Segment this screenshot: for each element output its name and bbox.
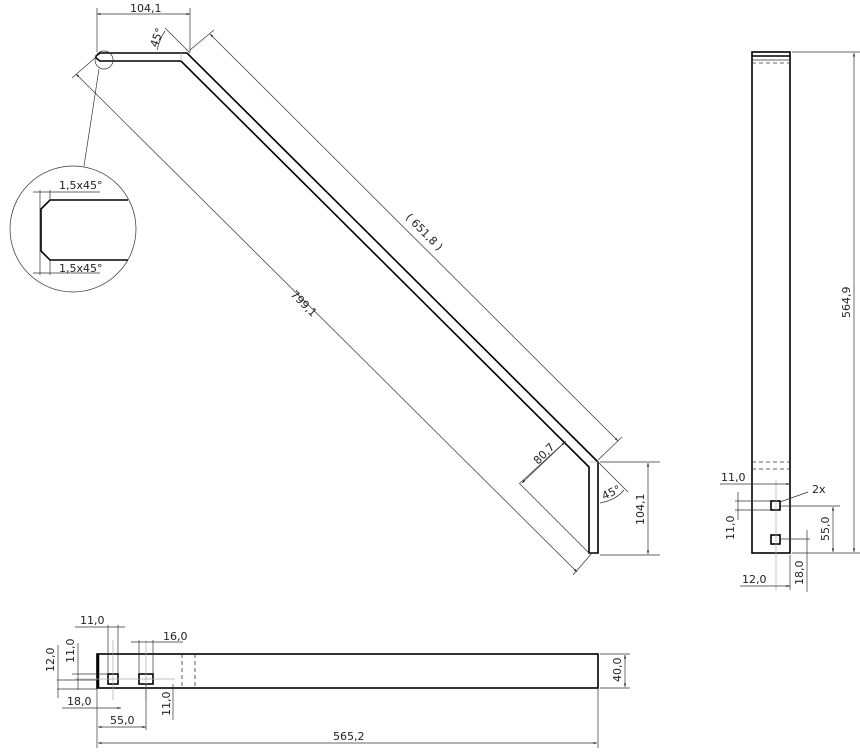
detail-view: 1,5x45° 1,5x45° (9, 165, 137, 293)
chamfer-bottom-label: 1,5x45° (59, 262, 103, 275)
dim-flat-width: 40,0 (611, 658, 624, 683)
dim-flat-hole-spacing: 55,0 (110, 714, 135, 727)
dim-flat-hole-width: 11,0 (80, 614, 105, 627)
dim-flat-length: 565,2 (333, 730, 365, 743)
flat-view: 11,0 16,0 12,0 11,0 18,0 55,0 11,0 40,0 (44, 614, 630, 748)
dim-side-height: 564,9 (840, 287, 853, 319)
flat-bar-outline (96, 653, 599, 689)
hole (770, 534, 781, 545)
detail-circle (9, 165, 137, 293)
dim-overall-length: 799,1 (288, 288, 319, 319)
side-view: 564,9 11,0 2x 11,0 55,0 18,0 12,0 (720, 51, 860, 592)
dim-side-hole-spacing: 55,0 (819, 517, 832, 542)
bent-bar-outline (95, 52, 599, 554)
detail-callout-circle (94, 50, 114, 70)
dim-bottom-length: 104,1 (634, 494, 647, 526)
dim-top-angle: 45° (148, 26, 167, 49)
dim-flat-edge-offset-y: 12,0 (44, 648, 57, 673)
dim-diagonal-length: ( 651,8 ) (403, 211, 445, 253)
front-view: 104,1 45° ( 651,8 ) 799,1 80,7 45° 104,1 (71, 2, 660, 576)
dim-side-edge-offset-y: 18,0 (793, 561, 806, 586)
dim-flat-slot-width: 16,0 (163, 630, 188, 643)
hole (770, 500, 781, 511)
dim-side-hole-width: 11,0 (721, 471, 746, 484)
dim-side-edge-offset-x: 12,0 (742, 573, 767, 586)
dim-bottom-offset: 80,7 (531, 441, 558, 468)
dim-flat-edge-offset-x: 18,0 (67, 695, 92, 708)
dim-side-hole-height: 11,0 (724, 516, 737, 541)
side-bar-outline (751, 51, 791, 554)
dim-flat-hole-height: 11,0 (64, 639, 77, 664)
chamfer-top-label: 1,5x45° (59, 179, 103, 192)
dim-bottom-angle: 45° (600, 483, 623, 503)
dim-top-length: 104,1 (130, 2, 162, 15)
dim-flat-slot-height: 11,0 (160, 692, 173, 717)
hole-count-label: 2x (812, 483, 826, 496)
